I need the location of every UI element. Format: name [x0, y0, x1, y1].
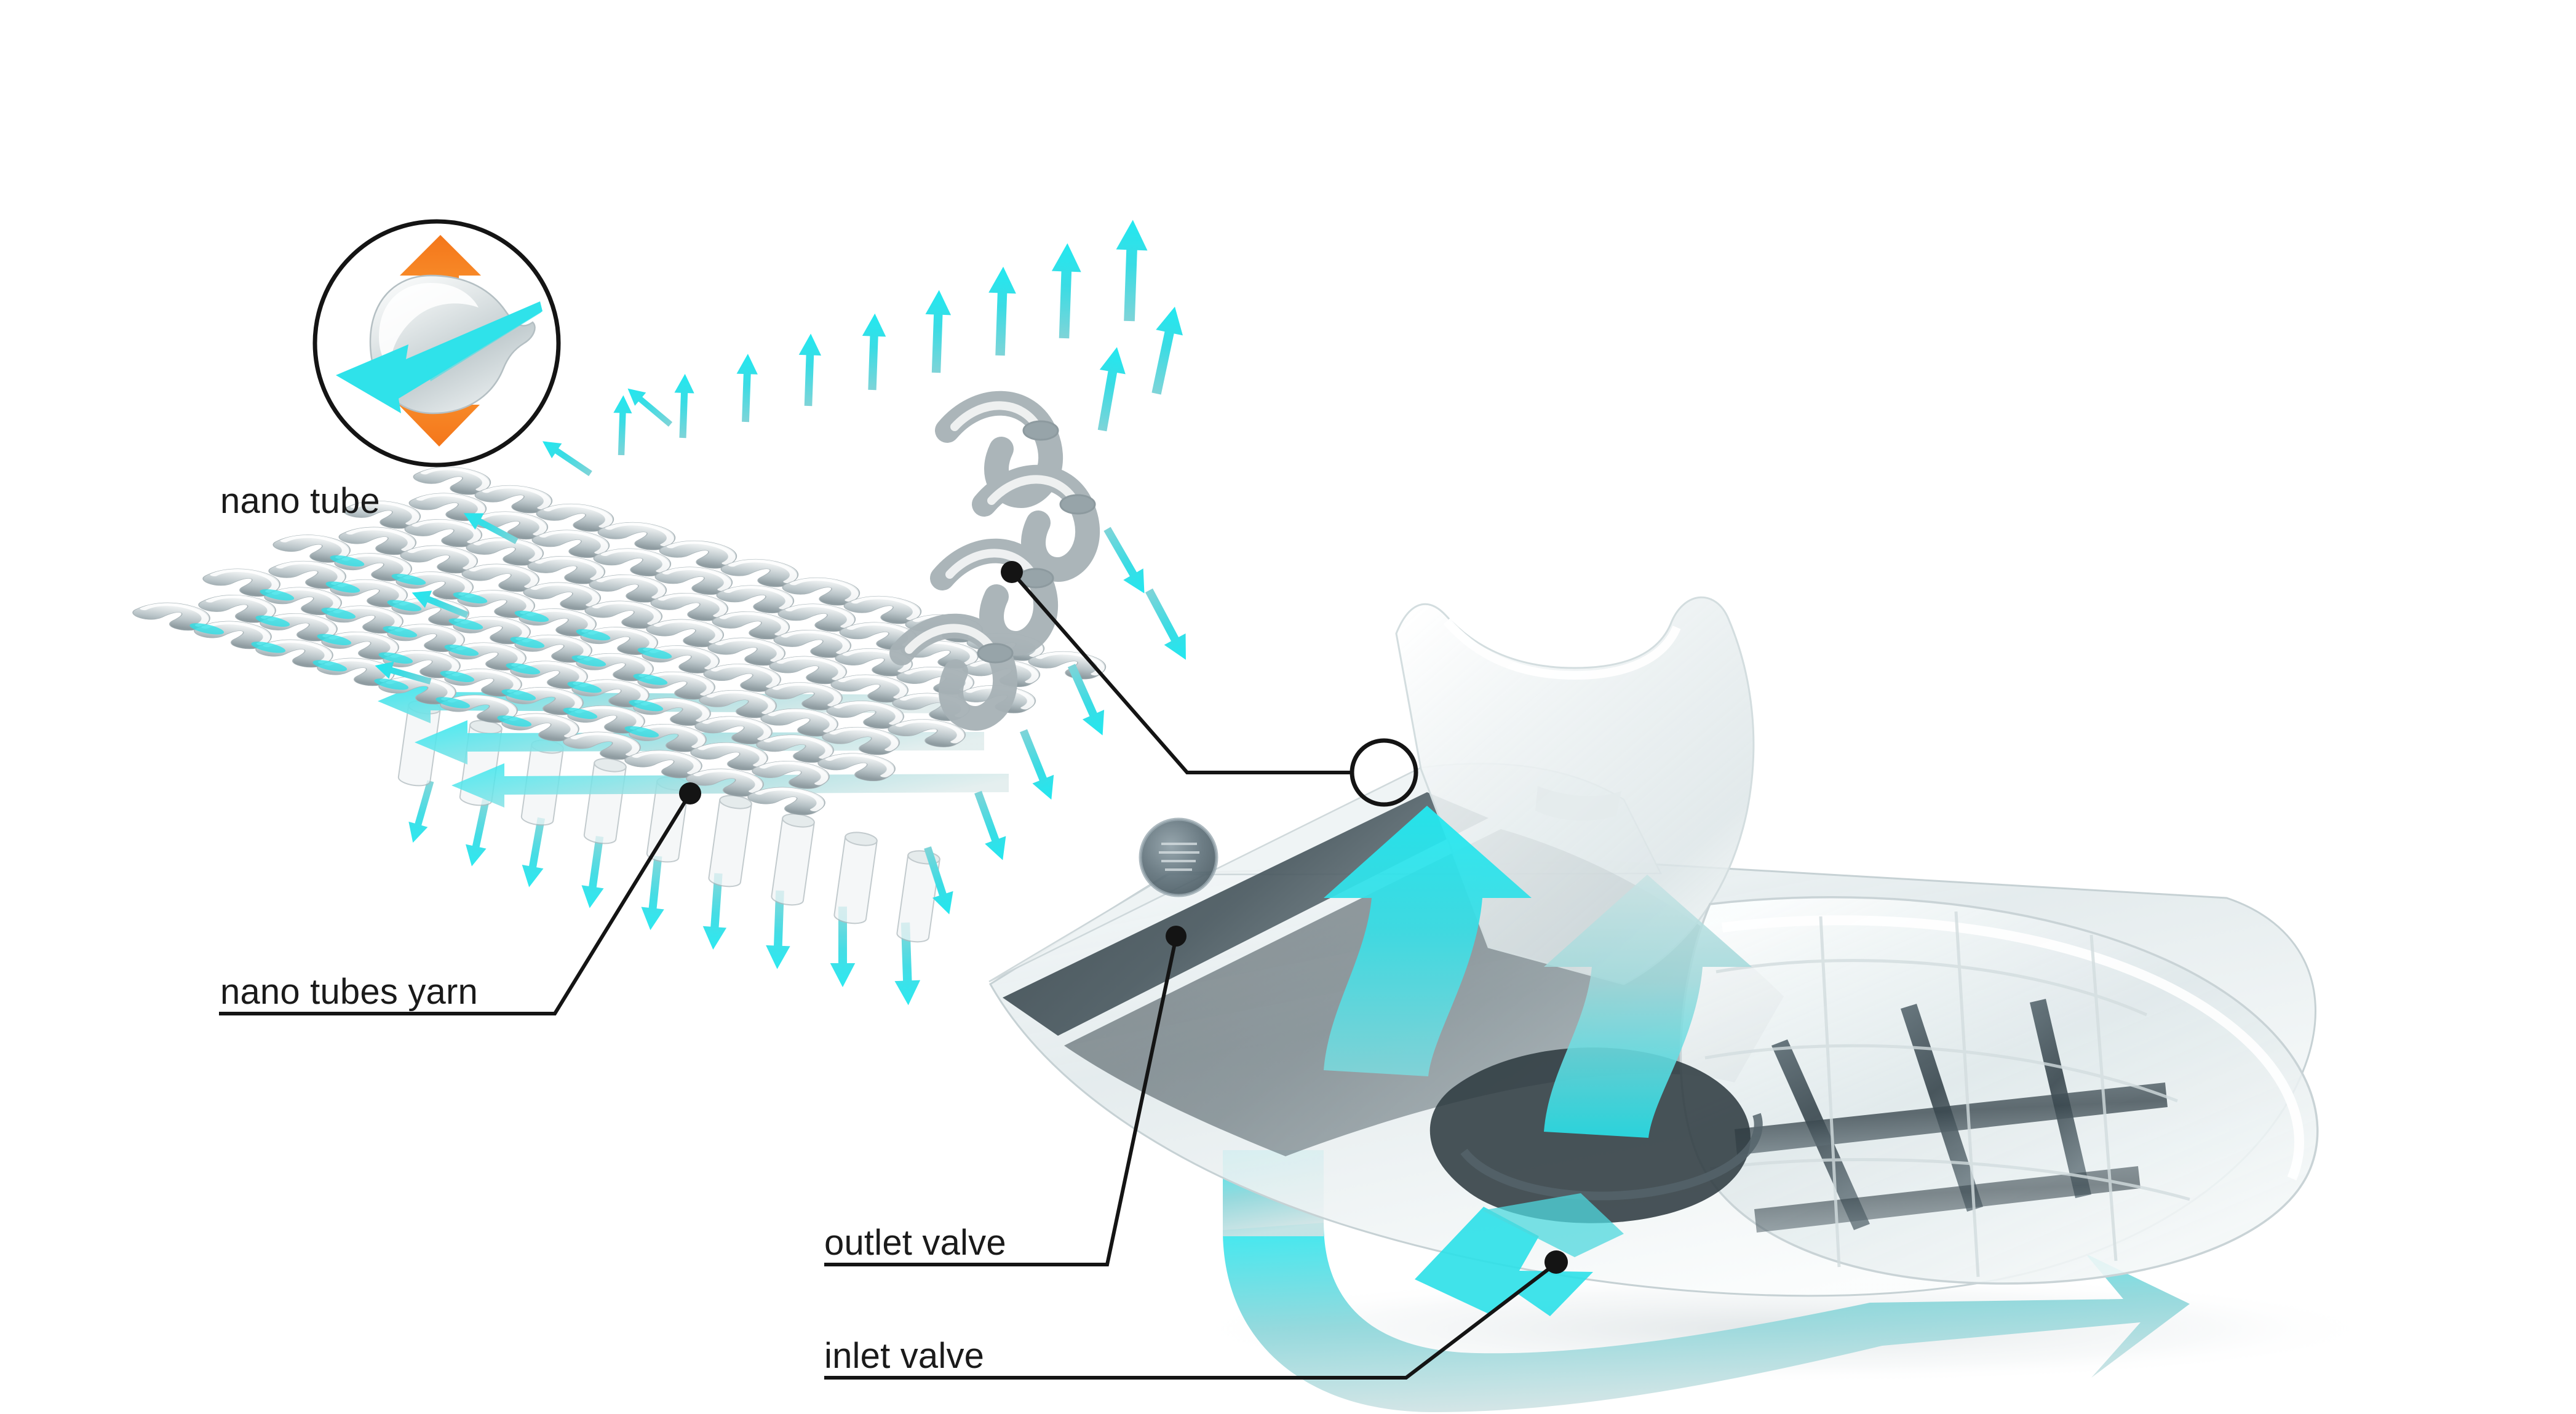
mesh-cyan-inner-loops — [189, 555, 672, 737]
nano-tubes-yarn-mesh — [127, 219, 1197, 1006]
sole-detail-circle — [1350, 738, 1418, 807]
valve-chamber-rim — [1460, 1113, 1763, 1201]
label-underlines — [219, 1012, 1406, 1380]
outsole-dark-band — [1003, 792, 1489, 1036]
leader-mesh-to-sole — [1010, 571, 1352, 774]
label-inlet-valve: inlet valve — [824, 1336, 985, 1376]
outlet-airflow-arrows — [1324, 806, 1752, 1138]
label-nano-tube: nano tube — [220, 481, 380, 521]
label-nano-tubes-yarn: nano tubes yarn — [220, 972, 478, 1012]
leader-endpoint-dots — [679, 561, 1568, 1274]
inlet-chevron-arrows — [1415, 1193, 1624, 1316]
dot-nano-tubes-yarn — [679, 782, 701, 804]
label-outlet-valve: outlet valve — [824, 1223, 1006, 1263]
nano-tube-highlight — [379, 283, 479, 369]
dot-mesh-origin — [1001, 561, 1023, 583]
shoe-upper-inner-fold — [1535, 786, 1621, 821]
dot-inlet-valve — [1544, 1250, 1568, 1274]
nano-tube-airflow-arrow-body — [423, 303, 541, 381]
shoe-badge — [1139, 817, 1218, 897]
dot-outlet-valve — [1166, 926, 1187, 947]
ventilated-shoe — [988, 596, 2387, 1412]
shoe-collar-highlight — [1443, 618, 1681, 680]
heel-panel-seams — [1704, 911, 2190, 1277]
mesh-airflow-arrows-upper — [611, 219, 1188, 456]
heel-strut-fins — [1735, 999, 2168, 1233]
heel-glass-rim — [1722, 915, 2304, 1181]
nano-tube-callout — [312, 219, 561, 467]
